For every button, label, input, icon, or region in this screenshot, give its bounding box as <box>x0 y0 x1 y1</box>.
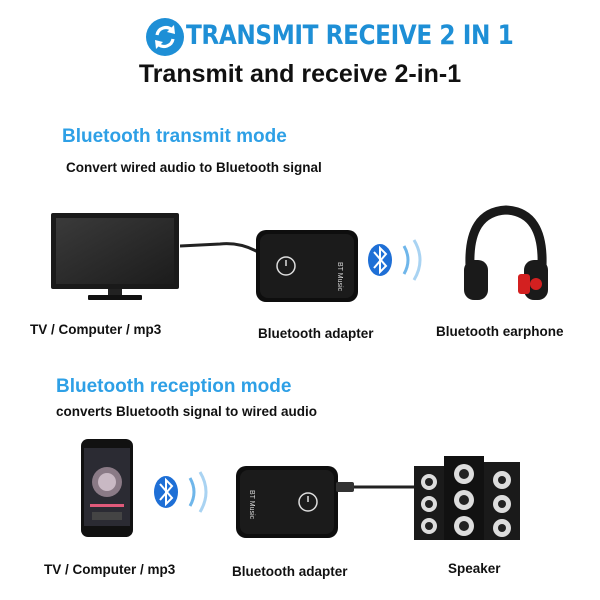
header: TRANSMIT RECEIVE 2 IN 1 <box>0 14 600 58</box>
bluetooth-adapter-device: BT Music <box>256 230 358 302</box>
reception-adapter-caption: Bluetooth adapter <box>232 564 348 579</box>
speaker-icon <box>414 456 520 540</box>
reception-mode-description: converts Bluetooth signal to wired audio <box>56 404 318 419</box>
smartphone-icon <box>81 439 133 537</box>
device-label: BT Music <box>336 262 343 292</box>
power-button-icon <box>298 492 318 512</box>
reception-mode-title: Bluetooth reception mode <box>56 376 292 397</box>
reception-target-caption: Speaker <box>448 561 501 576</box>
reception-source-caption: TV / Computer / mp3 <box>44 562 176 577</box>
transmit-adapter-caption: Bluetooth adapter <box>258 326 374 341</box>
page-subtitle: Transmit and receive 2-in-1 <box>138 60 462 88</box>
bluetooth-adapter-device: BT Music <box>236 466 338 538</box>
transmit-target-caption: Bluetooth earphone <box>436 324 564 339</box>
bluetooth-icon <box>368 239 422 281</box>
device-label: BT Music <box>248 490 255 520</box>
audio-cable <box>336 482 420 492</box>
headphones-icon <box>464 205 548 300</box>
bluetooth-icon <box>154 471 208 513</box>
header-title: TRANSMIT RECEIVE 2 IN 1 <box>186 20 514 51</box>
power-button-icon <box>276 256 296 276</box>
transmit-mode-description: Convert wired audio to Bluetooth signal <box>66 160 322 175</box>
transmit-source-caption: TV / Computer / mp3 <box>30 322 162 337</box>
transmit-mode-title: Bluetooth transmit mode <box>62 126 287 147</box>
sync-arrows-icon <box>146 18 184 56</box>
tv-monitor-icon <box>51 213 179 300</box>
